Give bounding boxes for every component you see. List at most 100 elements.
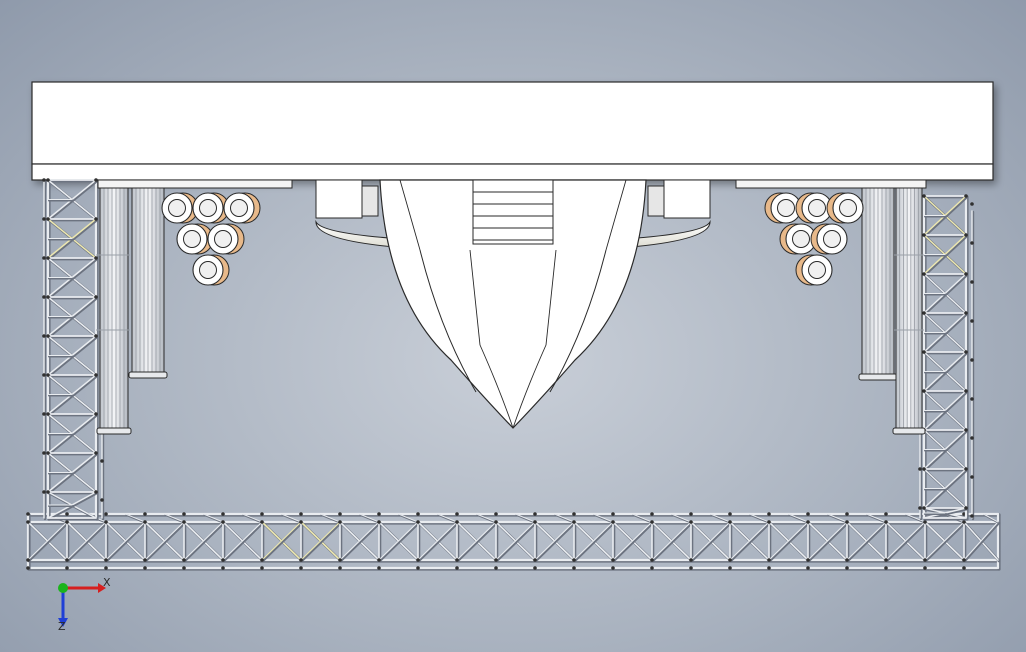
- truss-node: [922, 272, 926, 276]
- roll-core: [199, 199, 217, 217]
- column-base: [128, 371, 168, 379]
- truss-node: [533, 558, 537, 562]
- truss-member: [398, 513, 419, 523]
- center-hull-structure[interactable]: [315, 179, 711, 429]
- bottom-truss-beam[interactable]: [26, 512, 1001, 571]
- truss-node: [416, 558, 420, 562]
- truss-node: [964, 272, 968, 276]
- right-column-header-plate: [735, 179, 927, 189]
- truss-member: [125, 513, 146, 523]
- roll: [795, 192, 833, 224]
- column-base: [96, 427, 132, 435]
- hull-panel-line: [549, 249, 607, 393]
- right-column-group[interactable]: [735, 179, 927, 435]
- center-right-housing: [663, 179, 711, 219]
- truss-node: [494, 512, 498, 516]
- truss-member-shadow: [320, 514, 342, 524]
- truss-node: [572, 566, 576, 570]
- truss-member-shadow: [632, 514, 654, 524]
- truss-node: [964, 233, 968, 237]
- truss-node: [767, 566, 771, 570]
- roll: [223, 192, 261, 224]
- truss-member: [866, 513, 887, 523]
- left-roll-stack[interactable]: [161, 192, 261, 286]
- truss-node: [650, 520, 654, 524]
- roll-core: [808, 261, 826, 279]
- truss-node: [923, 520, 927, 524]
- truss-member-shadow: [788, 514, 810, 524]
- truss-member-shadow: [378, 521, 421, 563]
- truss-node: [94, 373, 98, 377]
- roll-core: [792, 230, 810, 248]
- truss-node: [143, 566, 147, 570]
- truss-member: [593, 513, 614, 523]
- truss-node: [338, 558, 342, 562]
- truss-node: [104, 512, 108, 516]
- roll: [764, 192, 802, 224]
- truss-member-shadow: [924, 521, 967, 563]
- truss-node: [182, 558, 186, 562]
- truss-member: [924, 521, 965, 561]
- truss-member: [963, 521, 999, 561]
- truss-node: [94, 217, 98, 221]
- truss-node: [884, 558, 888, 562]
- truss-node: [533, 566, 537, 570]
- truss-member: [261, 521, 302, 561]
- truss-member-shadow: [905, 514, 927, 524]
- truss-node: [922, 506, 926, 510]
- truss-node: [416, 520, 420, 524]
- truss-node: [42, 451, 46, 455]
- truss-member-shadow: [203, 514, 225, 524]
- truss-node: [964, 311, 968, 315]
- roll: [810, 223, 848, 255]
- truss-node: [100, 459, 104, 463]
- truss-member: [359, 513, 380, 523]
- truss-node: [728, 558, 732, 562]
- truss-node: [143, 558, 147, 562]
- truss-node: [377, 566, 381, 570]
- left-tower-truss[interactable]: [42, 178, 105, 521]
- left-column-group[interactable]: [96, 179, 293, 435]
- truss-node: [100, 498, 104, 502]
- truss-node: [962, 558, 966, 562]
- truss-member: [827, 513, 848, 523]
- truss-member: [671, 513, 692, 523]
- truss-member: [905, 513, 926, 523]
- truss-node: [65, 512, 69, 516]
- truss-member-shadow: [885, 521, 928, 563]
- roll-core: [808, 199, 826, 217]
- truss-member-shadow: [476, 514, 498, 524]
- truss-node: [94, 451, 98, 455]
- truss-node: [94, 256, 98, 260]
- truss-node: [728, 512, 732, 516]
- right-tower-truss[interactable]: [918, 194, 975, 521]
- truss-node: [572, 512, 576, 516]
- truss-member: [144, 521, 185, 561]
- truss-node: [182, 512, 186, 516]
- truss-member: [846, 521, 887, 561]
- roof-slab[interactable]: [31, 81, 994, 181]
- truss-node: [970, 202, 974, 206]
- right-roll-stack[interactable]: [764, 192, 864, 286]
- truss-node: [494, 520, 498, 524]
- truss-member-shadow: [164, 514, 186, 524]
- hull-deck-ribs: [472, 179, 554, 245]
- truss-node: [42, 490, 46, 494]
- truss-node: [611, 566, 615, 570]
- roof-slab-face: [31, 81, 994, 165]
- hull-keel-line: [469, 249, 514, 429]
- truss-node: [845, 512, 849, 516]
- truss-node: [94, 295, 98, 299]
- truss-node: [46, 217, 50, 221]
- truss-node: [689, 558, 693, 562]
- truss-member: [573, 521, 614, 561]
- truss-node: [970, 280, 974, 284]
- truss-member-shadow: [846, 521, 889, 563]
- truss-member: [281, 513, 302, 523]
- hull-panel-line: [419, 249, 477, 393]
- roll: [207, 223, 245, 255]
- left-column-header-plate: [97, 179, 293, 189]
- y-axis-origin: [58, 583, 68, 593]
